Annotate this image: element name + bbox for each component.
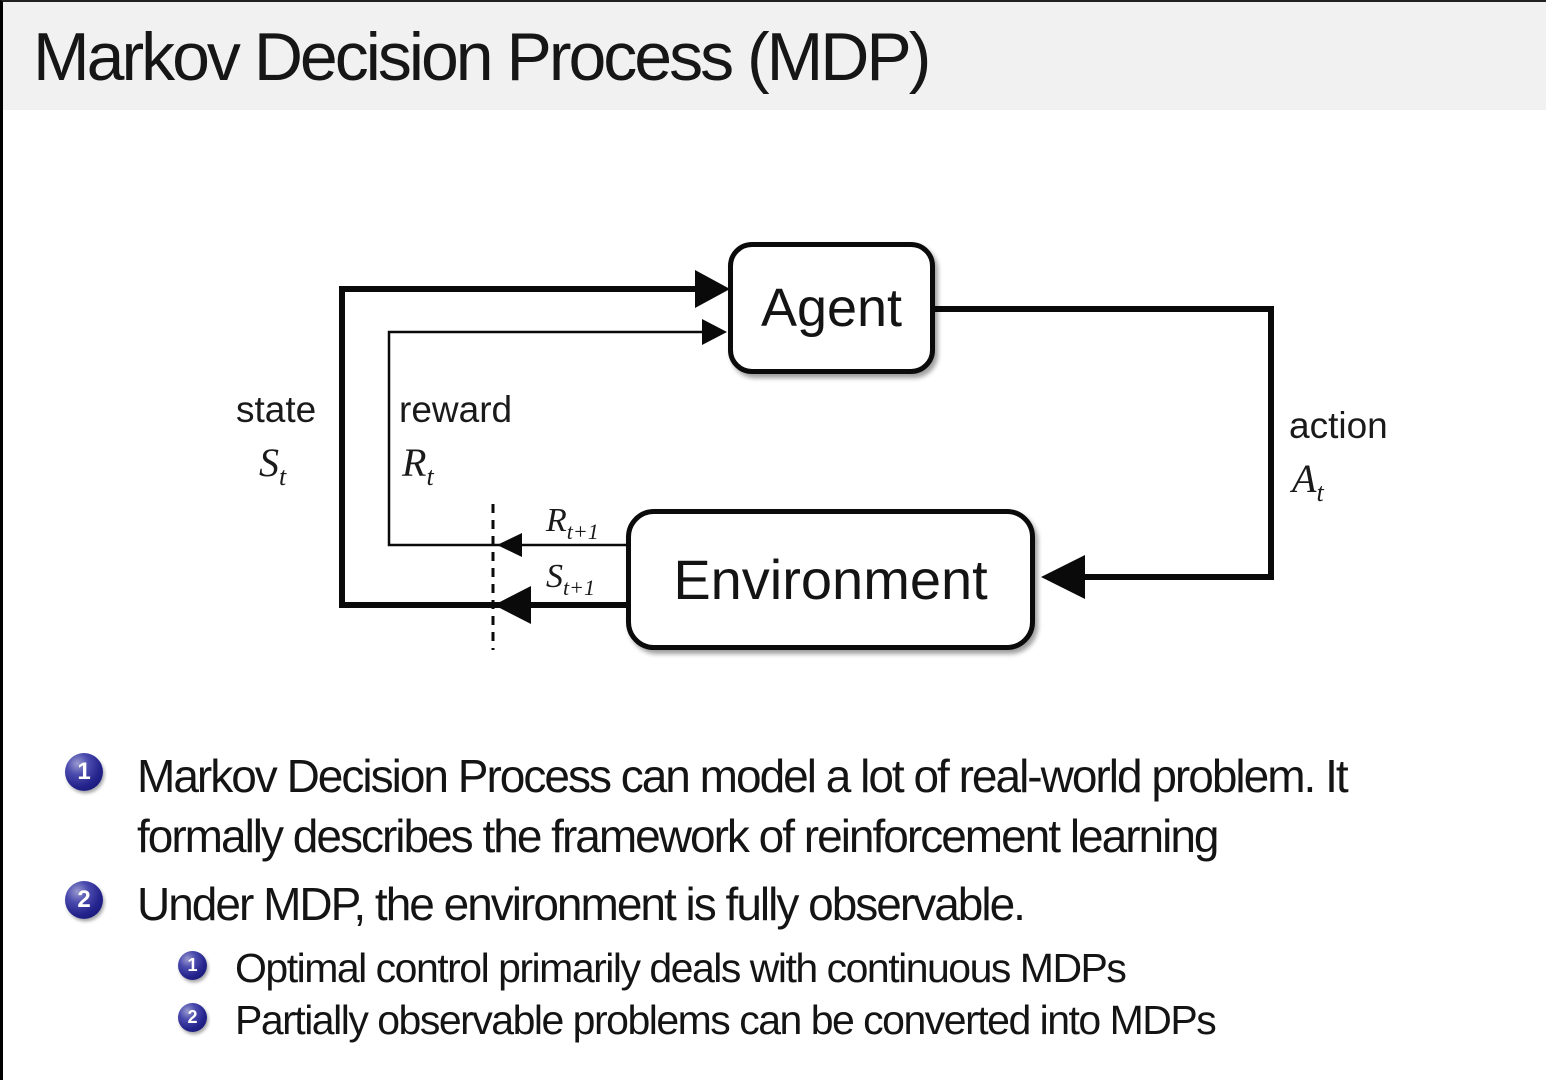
next-state-arrowhead (494, 586, 531, 624)
reward-symbol-subscript: t (426, 462, 434, 491)
next-state-symbol-letter: S (546, 558, 563, 595)
sub-bullet-1-ball: 1 (178, 951, 207, 980)
next-reward-symbol: Rt+1 (546, 502, 599, 544)
bullet-1-text: Markov Decision Process can model a lot … (137, 746, 1349, 866)
action-label: action (1289, 405, 1388, 446)
state-symbol-subscript: t (279, 462, 287, 491)
reward-label: reward (399, 389, 513, 430)
bullet-2-ball: 2 (65, 881, 103, 919)
agent-box-label: Agent (760, 278, 903, 338)
environment-box-label: Environment (673, 548, 988, 611)
title-band: Markov Decision Process (MDP) (3, 2, 1546, 110)
state-label: state (236, 389, 317, 430)
action-symbol-letter: A (1292, 456, 1317, 501)
action-into-environment-arrowhead (1041, 555, 1085, 599)
sub-bullet-1-text: Optimal control primarily deals with con… (235, 945, 1127, 991)
spacer (65, 866, 1525, 874)
environment-box: Environment (626, 509, 1035, 650)
state-symbol-letter: S (259, 440, 279, 485)
next-reward-symbol-letter: R (546, 502, 567, 539)
sub-bullet-item-2: 2 Partially observable problems can be c… (178, 996, 1525, 1048)
sub-bullet-list: 1 Optimal control primarily deals with c… (178, 944, 1525, 1048)
sub-bullet-2-ball: 2 (178, 1003, 207, 1032)
bullet-1-line-1: Markov Decision Process can model a lot … (137, 750, 1349, 802)
bullet-2-line-1: Under MDP, the environment is fully obse… (137, 878, 1026, 930)
reward-symbol: Rt (402, 439, 434, 491)
reward-symbol-letter: R (402, 440, 427, 485)
state-into-agent-arrowhead (695, 270, 730, 308)
bullet-list: 1 Markov Decision Process can model a lo… (65, 746, 1525, 1048)
bullet-1-ball: 1 (65, 753, 103, 791)
slide-title: Markov Decision Process (MDP) (33, 19, 931, 95)
action-symbol: At (1292, 455, 1324, 507)
action-symbol-subscript: t (1316, 478, 1324, 507)
next-reward-symbol-subscript: t+1 (566, 519, 599, 544)
bullet-item-1: 1 Markov Decision Process can model a lo… (65, 746, 1525, 866)
next-reward-arrowhead (497, 533, 522, 557)
sub-bullet-2-text: Partially observable problems can be con… (235, 997, 1217, 1043)
state-symbol: St (259, 439, 286, 491)
next-state-symbol: St+1 (546, 558, 595, 600)
bullet-1-line-2: formally describes the framework of rein… (137, 810, 1219, 862)
sub-bullet-item-1: 1 Optimal control primarily deals with c… (178, 944, 1525, 996)
agent-box: Agent (728, 242, 935, 374)
bullet-item-2: 2 Under MDP, the environment is fully ob… (65, 874, 1525, 934)
next-state-symbol-subscript: t+1 (563, 575, 595, 600)
reward-into-agent-arrowhead (702, 319, 727, 345)
